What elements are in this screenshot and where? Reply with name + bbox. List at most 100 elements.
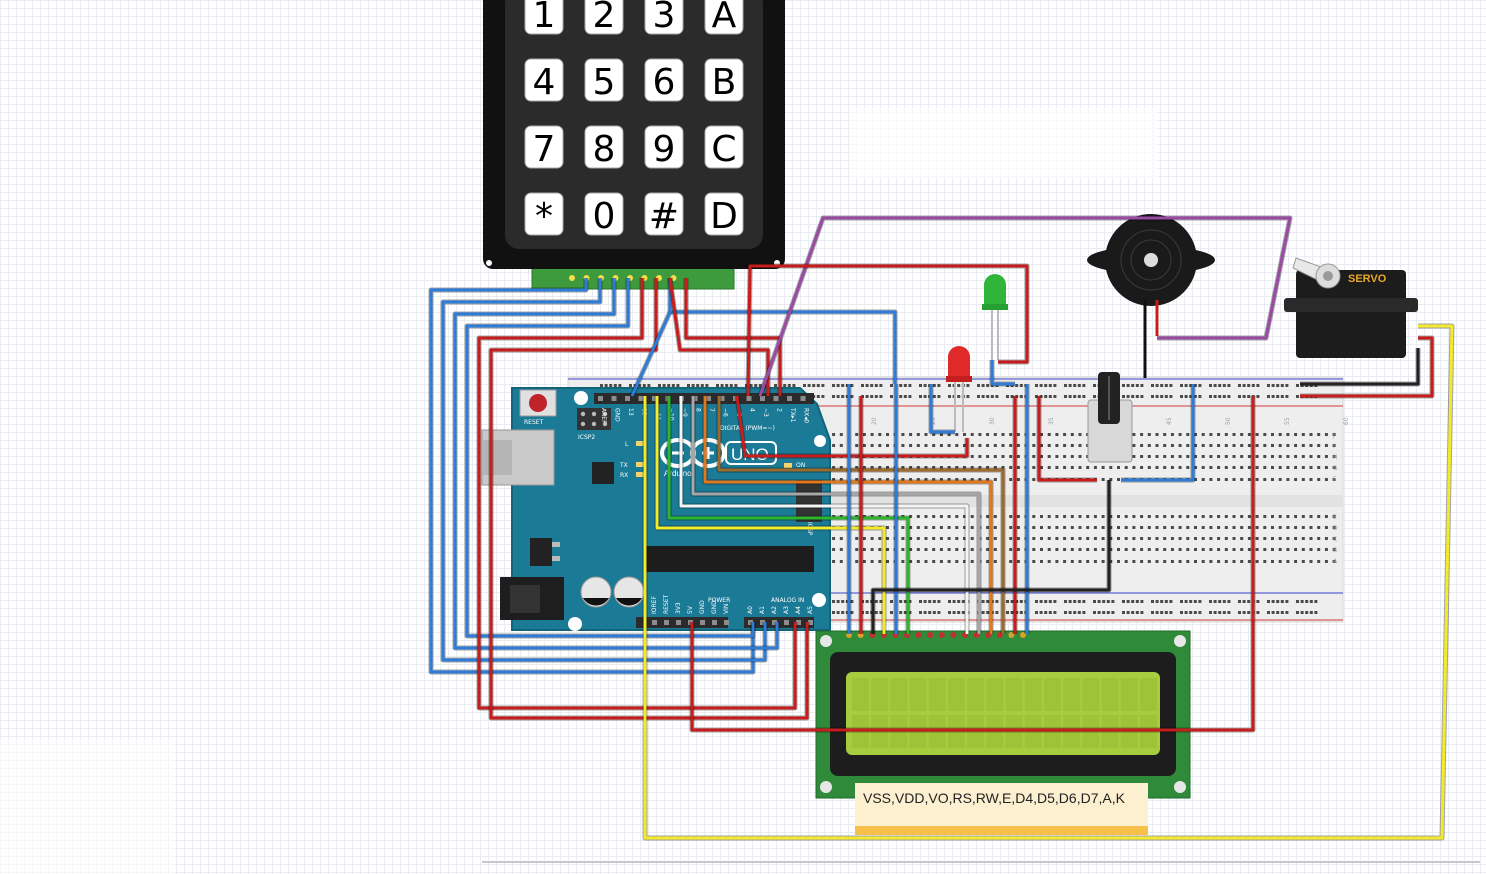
breadboard-hole — [1009, 537, 1013, 540]
breadboard-hole — [937, 395, 941, 398]
power-pin[interactable] — [724, 620, 729, 625]
breadboard-hole — [1126, 600, 1130, 603]
keypad-key-label: A — [712, 0, 737, 36]
reset-button-cap[interactable] — [529, 394, 547, 412]
keypad-key-label: 4 — [533, 62, 556, 103]
breadboard-hole — [1077, 395, 1081, 398]
power-pin[interactable] — [712, 620, 717, 625]
breadboard-hole — [1016, 444, 1020, 447]
breadboard-hole — [1232, 526, 1236, 529]
red-led[interactable] — [946, 346, 972, 432]
breadboard-hole — [1332, 560, 1336, 563]
analog-pin[interactable] — [808, 620, 813, 625]
breadboard-hole — [1232, 433, 1236, 436]
digital-pin[interactable] — [760, 396, 765, 401]
keypad-key[interactable] — [524, 125, 564, 169]
keypad-key[interactable] — [704, 0, 744, 35]
digital-pin[interactable] — [611, 396, 617, 401]
analog-pin[interactable] — [784, 620, 789, 625]
breadboard-hole — [1209, 526, 1213, 529]
lcd-pin — [1008, 632, 1015, 638]
keypad-key[interactable] — [704, 192, 744, 236]
breadboard-hole — [1068, 611, 1072, 614]
black-wire — [871, 480, 1111, 600]
digital-pin[interactable] — [773, 396, 779, 401]
keypad-key[interactable] — [644, 58, 684, 102]
breadboard-hole — [1201, 515, 1205, 518]
breadboard-hole — [955, 466, 959, 469]
keypad-key[interactable] — [644, 125, 684, 169]
digital-pin[interactable] — [638, 396, 644, 401]
analog-pin[interactable] — [748, 620, 753, 625]
digital-pin[interactable] — [787, 396, 792, 401]
breadboard-hole — [1286, 433, 1290, 436]
breadboard-hole — [1184, 611, 1188, 614]
analog-pin[interactable] — [760, 620, 765, 625]
digital-pin[interactable] — [652, 396, 657, 401]
breadboard-hole — [862, 478, 866, 481]
breadboard-hole — [1317, 515, 1321, 518]
digital-pin[interactable] — [692, 396, 698, 401]
breadboard-hole — [1147, 455, 1151, 458]
power-pin[interactable] — [700, 620, 705, 625]
breadboard-hole — [1240, 548, 1244, 551]
breadboard-hole — [865, 611, 869, 614]
lcd-character-cell — [871, 678, 889, 711]
breadboard-hole — [986, 466, 990, 469]
keypad-key[interactable] — [704, 58, 744, 102]
breadboard-hole — [1169, 600, 1173, 603]
analog-pin[interactable] — [796, 620, 801, 625]
breadboard-hole — [939, 560, 943, 563]
breadboard-hole — [841, 395, 845, 398]
breadboard-hole — [932, 537, 936, 540]
breadboard-hole — [1294, 526, 1298, 529]
breadboard-hole — [1160, 395, 1164, 398]
breadboard-hole — [1178, 526, 1182, 529]
lcd-pin-note[interactable]: VSS,VDD,VO,RS,RW,E,D4,D5,D6,D7,A,K — [855, 783, 1148, 835]
green-led[interactable] — [982, 274, 1008, 360]
breadboard-hole — [908, 384, 912, 387]
keypad-key[interactable] — [644, 0, 684, 35]
breadboard-hole — [1063, 537, 1067, 540]
digital-pin[interactable] — [800, 396, 806, 401]
keypad-key[interactable] — [584, 58, 624, 102]
power-pin[interactable] — [676, 620, 681, 625]
breadboard-hole — [1147, 560, 1151, 563]
breadboard-hole — [1151, 600, 1154, 603]
power-pin[interactable] — [652, 620, 657, 625]
potentiometer[interactable] — [1087, 372, 1133, 463]
breadboard-hole — [1271, 455, 1274, 458]
keypad-key[interactable] — [644, 192, 684, 236]
breadboard-hole — [1255, 548, 1259, 551]
analog-pin[interactable] — [772, 620, 777, 625]
keypad-key[interactable] — [584, 192, 624, 236]
breadboard-hole — [1032, 515, 1036, 518]
digital-pin[interactable] — [719, 396, 725, 401]
breadboard-hole — [1286, 560, 1290, 563]
breadboard-hole — [916, 466, 920, 469]
digital-pin[interactable] — [733, 396, 738, 401]
digital-pin[interactable] — [706, 396, 711, 401]
breadboard-hole — [1001, 466, 1005, 469]
keypad-key[interactable] — [524, 192, 564, 236]
breadboard-hole — [1132, 537, 1136, 540]
digital-pin[interactable] — [746, 396, 752, 401]
keypad-key[interactable] — [704, 125, 744, 169]
breadboard-hole — [909, 478, 913, 481]
power-pin[interactable] — [664, 620, 669, 625]
breadboard-hole — [1055, 560, 1059, 563]
breadboard-hole — [839, 560, 843, 563]
breadboard-hole — [600, 384, 603, 387]
lcd-pin — [950, 632, 957, 638]
breadboard-hole — [1301, 455, 1305, 458]
servo-motor[interactable]: SERVO — [1284, 257, 1418, 358]
breadboard-hole — [1240, 433, 1244, 436]
keypad-key[interactable] — [584, 0, 624, 35]
keypad-key[interactable] — [524, 58, 564, 102]
buzzer[interactable] — [1087, 214, 1215, 378]
digital-pin[interactable] — [625, 396, 630, 401]
keypad-key[interactable] — [524, 0, 564, 35]
breadboard-hole — [1039, 395, 1043, 398]
keypad-key[interactable] — [584, 125, 624, 169]
digital-pin[interactable] — [598, 396, 603, 401]
